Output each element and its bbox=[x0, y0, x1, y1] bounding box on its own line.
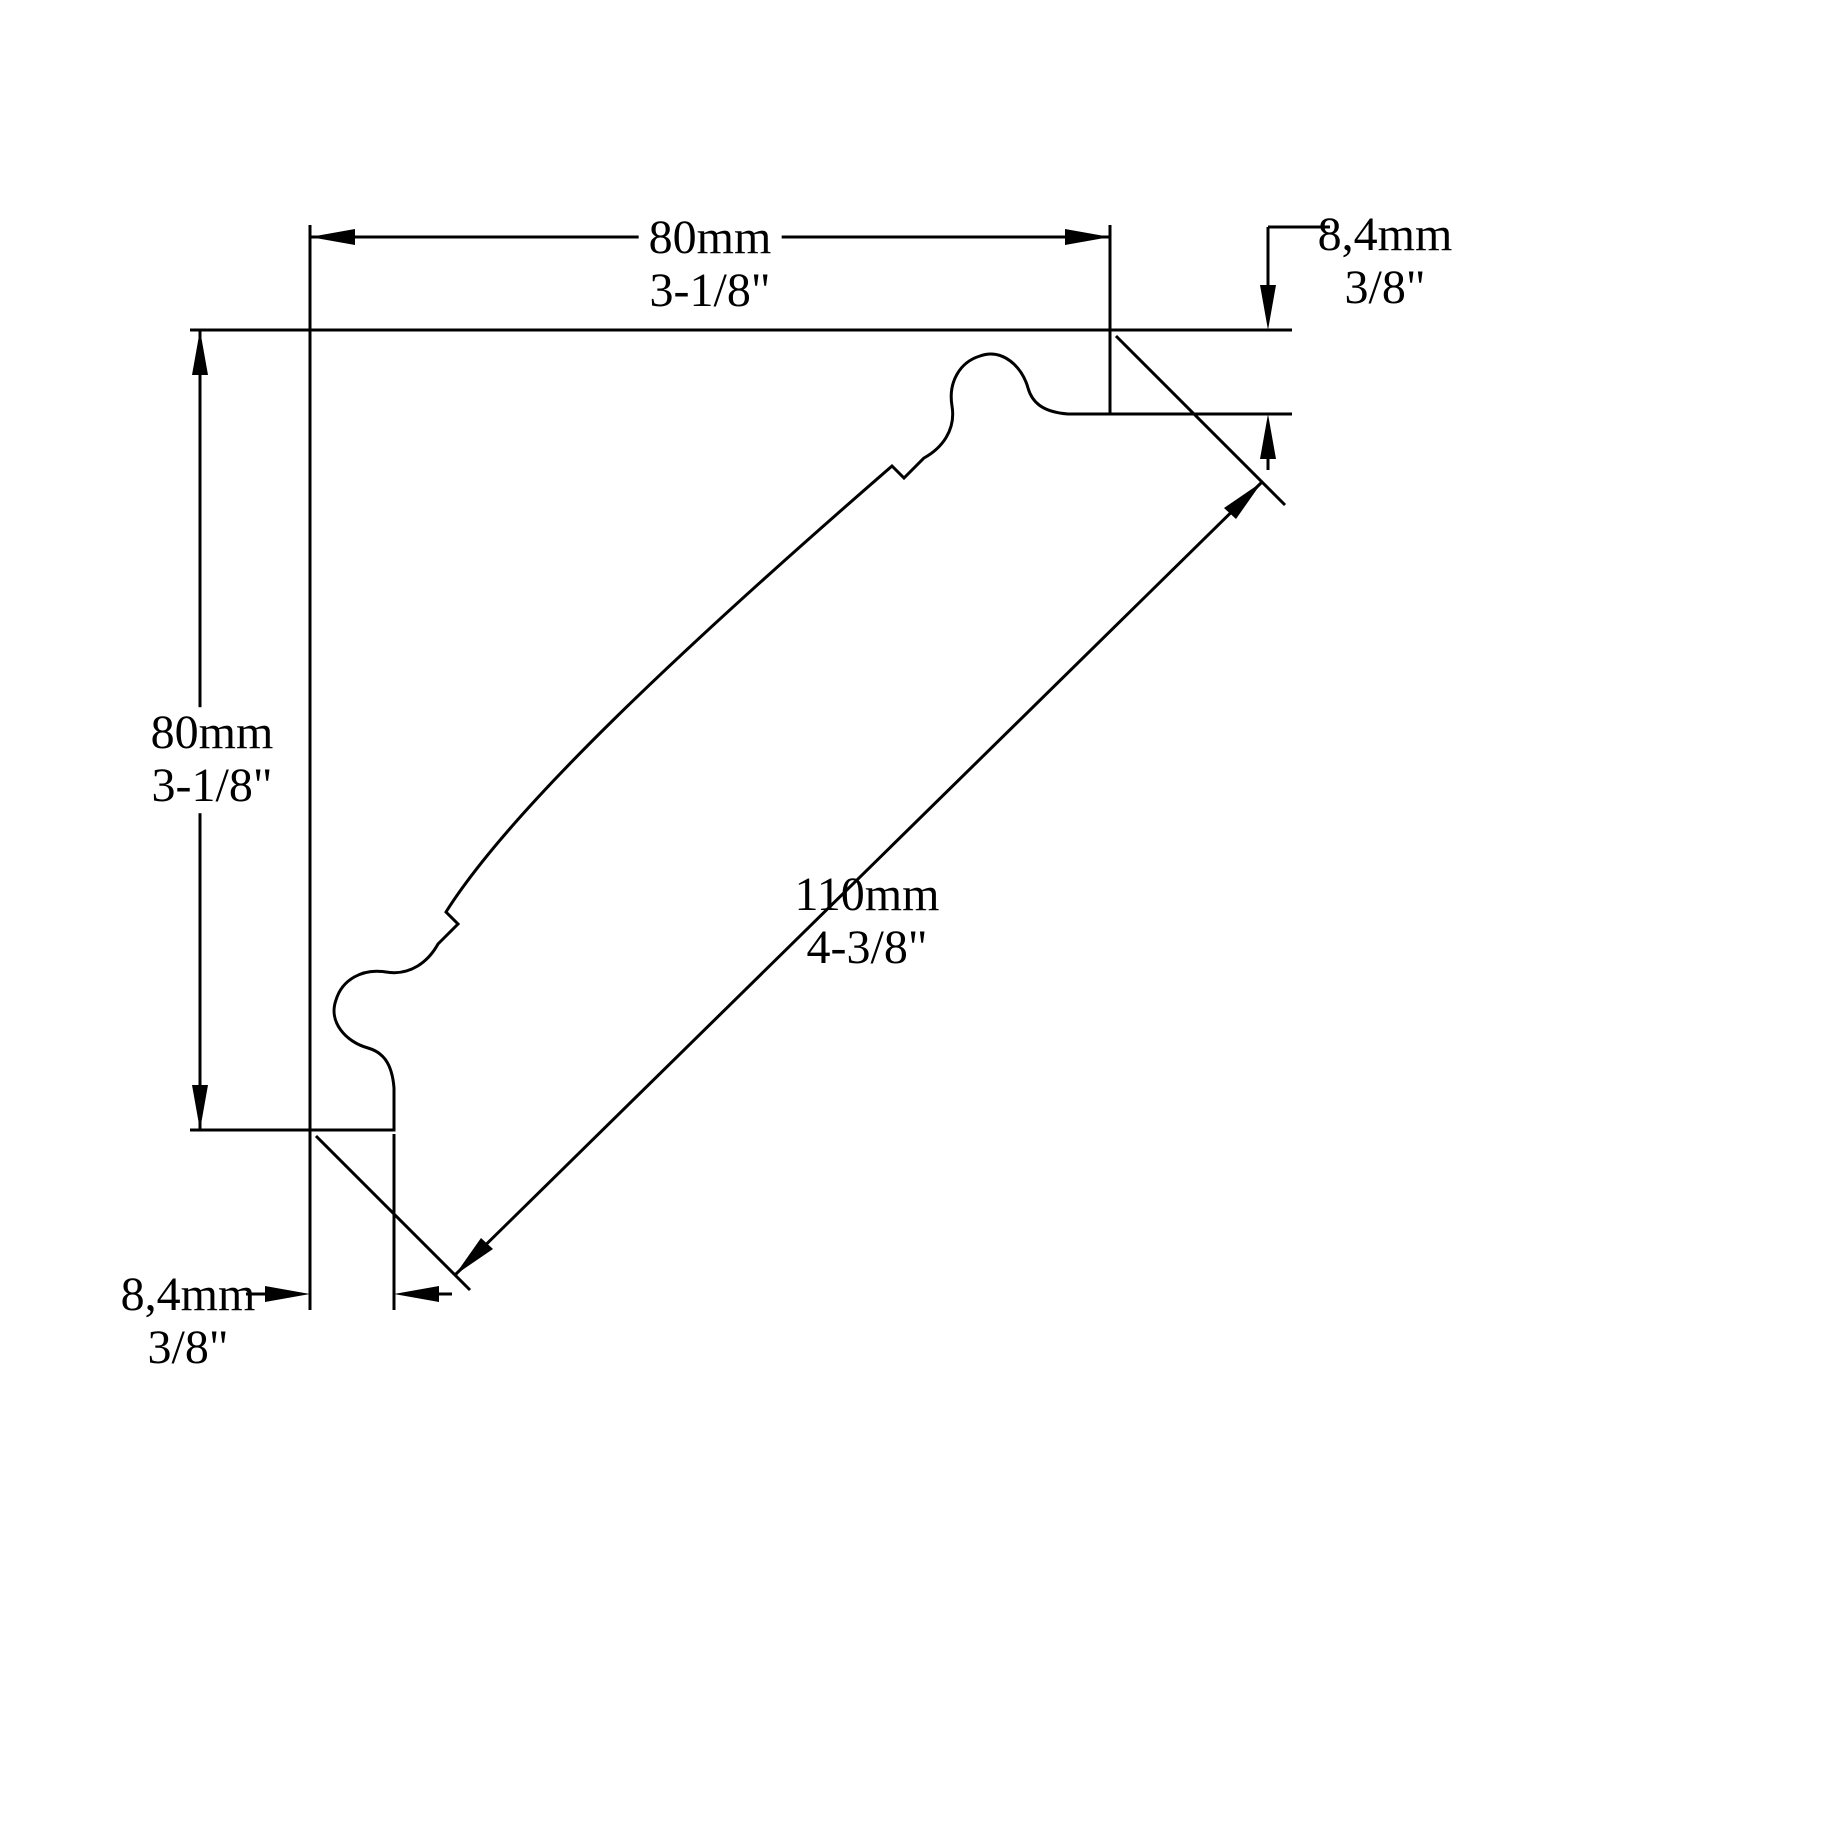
extension-lines bbox=[190, 225, 1292, 1310]
dim-diagonal-face-label: 110mm 4-3/8" bbox=[794, 868, 940, 975]
dim-bottom-left-thickness-metric: 8,4mm bbox=[120, 1268, 256, 1322]
dim-bottom-left-thickness bbox=[246, 1286, 452, 1302]
dim-top-right-thickness bbox=[1260, 225, 1330, 470]
dim-left-height-imperial: 3-1/8" bbox=[151, 759, 273, 812]
dim-top-width-label: 80mm 3-1/8" bbox=[638, 211, 782, 318]
dim-diagonal-face-imperial: 4-3/8" bbox=[806, 921, 928, 974]
dim-bottom-left-thickness-imperial: 3/8" bbox=[147, 1321, 229, 1374]
dim-left-height-label: 80mm 3-1/8" bbox=[140, 706, 284, 813]
dim-diagonal-face bbox=[453, 480, 1264, 1277]
dim-left-height-metric: 80mm bbox=[150, 706, 274, 760]
dim-top-right-thickness-imperial: 3/8" bbox=[1344, 261, 1426, 314]
molding-profile-outline bbox=[308, 328, 1112, 1132]
dim-diagonal-face-metric: 110mm bbox=[794, 868, 940, 922]
dim-top-right-thickness-label: 8,4mm 3/8" bbox=[1317, 208, 1453, 315]
dim-top-right-thickness-metric: 8,4mm bbox=[1317, 208, 1453, 262]
dim-bottom-left-thickness-label: 8,4mm 3/8" bbox=[120, 1268, 256, 1375]
dim-top-width-imperial: 3-1/8" bbox=[649, 264, 771, 317]
dim-top-width-metric: 80mm bbox=[648, 211, 772, 265]
